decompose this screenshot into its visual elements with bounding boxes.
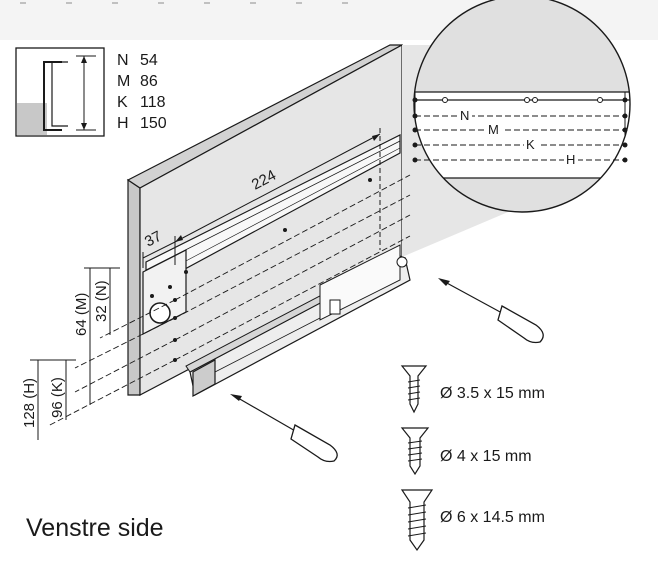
projection-line xyxy=(47,359,176,427)
height-dimensions xyxy=(30,267,120,440)
projection-line xyxy=(74,339,176,393)
detail-label-h: H xyxy=(566,152,575,167)
runner-hole xyxy=(283,228,287,232)
dimension-37: 37 xyxy=(142,228,176,268)
projection-line xyxy=(174,214,411,341)
screw-icon xyxy=(400,365,428,414)
panel-front-edge xyxy=(127,178,141,396)
detail-hole xyxy=(412,97,418,103)
slide-bracket xyxy=(396,256,408,268)
detail-level-lines xyxy=(415,115,625,161)
detail-hole xyxy=(412,157,418,163)
dimension-line-37 xyxy=(142,241,176,259)
offset-37: 37 xyxy=(142,228,165,251)
arrowhead xyxy=(175,235,183,242)
profile-legend xyxy=(15,47,105,137)
legend-code: M xyxy=(117,73,130,90)
hole-marker xyxy=(173,338,177,342)
profile-fill xyxy=(17,103,47,135)
runner-hole xyxy=(150,294,154,298)
profile-shape xyxy=(51,61,68,127)
panel-hole-markers xyxy=(173,298,177,362)
arrowhead xyxy=(372,134,380,141)
hole-marker xyxy=(173,358,177,362)
slide-end-cap xyxy=(192,358,216,398)
detail-label-k: K xyxy=(526,137,535,152)
height-64-m: 64 (M) xyxy=(73,293,90,336)
detail-hole xyxy=(622,113,628,119)
projection-line xyxy=(174,174,411,301)
screwdriver-right xyxy=(438,278,544,344)
screw-label-medium: Ø 4 x 15 mm xyxy=(440,448,532,465)
legend-value: 118 xyxy=(140,94,166,111)
screwdriver-tip xyxy=(438,278,450,286)
runner-hole xyxy=(168,285,172,289)
height-128-h: 128 (H) xyxy=(21,378,38,428)
screw-medium xyxy=(400,427,430,476)
projection-line xyxy=(74,317,176,369)
caption: Venstre side xyxy=(26,514,164,542)
legend-values: N 54 M 86 K 118 H 150 xyxy=(117,52,167,132)
runner-roller xyxy=(149,302,171,324)
legend-code: H xyxy=(117,115,129,132)
screwdriver-handle xyxy=(497,305,544,344)
height-32-n: 32 (N) xyxy=(93,280,110,322)
arrowhead xyxy=(81,56,87,63)
screw-icon xyxy=(400,489,434,552)
detail-label-n: N xyxy=(460,108,469,123)
runner-rail-line xyxy=(145,140,401,271)
detail-hole xyxy=(524,97,530,103)
screw-label-small: Ø 3.5 x 15 mm xyxy=(440,385,545,402)
slide-latch xyxy=(329,299,341,315)
detail-hole xyxy=(622,142,628,148)
height-96-k: 96 (K) xyxy=(49,377,66,418)
screwdriver-shaft xyxy=(237,397,298,433)
detail-label-m: M xyxy=(488,122,499,137)
screwdriver-left xyxy=(230,394,338,463)
screw-large xyxy=(400,489,434,552)
screwdriver-handle xyxy=(290,424,338,463)
screw-label-large: Ø 6 x 14.5 mm xyxy=(440,509,545,526)
legend-value: 54 xyxy=(140,52,158,69)
screwdriver-shaft xyxy=(444,281,503,314)
legend-value: 86 xyxy=(140,73,158,90)
label-backdrop xyxy=(486,121,502,135)
runner-hole xyxy=(368,178,372,182)
legend-value: 150 xyxy=(140,115,167,132)
projection-lines xyxy=(47,174,411,427)
detail-hole xyxy=(412,142,418,148)
slide-body xyxy=(185,244,411,398)
detail-hole xyxy=(622,157,628,163)
runner-hole xyxy=(184,270,188,274)
detail-panel-top xyxy=(414,0,630,92)
legend-code: K xyxy=(117,94,128,111)
detail-outline xyxy=(413,0,631,213)
projection-line xyxy=(99,299,176,339)
arrowhead xyxy=(81,123,87,130)
legend-code: N xyxy=(117,52,129,69)
label-backdrop xyxy=(524,136,538,150)
detail-hole xyxy=(532,97,538,103)
runner-rail-line xyxy=(145,147,401,283)
dimension-line-224 xyxy=(174,133,381,243)
screw-small xyxy=(400,365,428,414)
screwdriver-tip xyxy=(230,394,242,401)
hole-marker xyxy=(173,316,177,320)
slide-groove xyxy=(214,317,321,373)
projection-line xyxy=(174,235,411,361)
hole-marker xyxy=(173,298,177,302)
detail-hole xyxy=(597,97,603,103)
label-backdrop xyxy=(564,151,578,165)
detail-hole xyxy=(622,97,628,103)
label-backdrop xyxy=(458,107,472,121)
projection-line xyxy=(174,194,411,319)
detail-hole xyxy=(442,97,448,103)
